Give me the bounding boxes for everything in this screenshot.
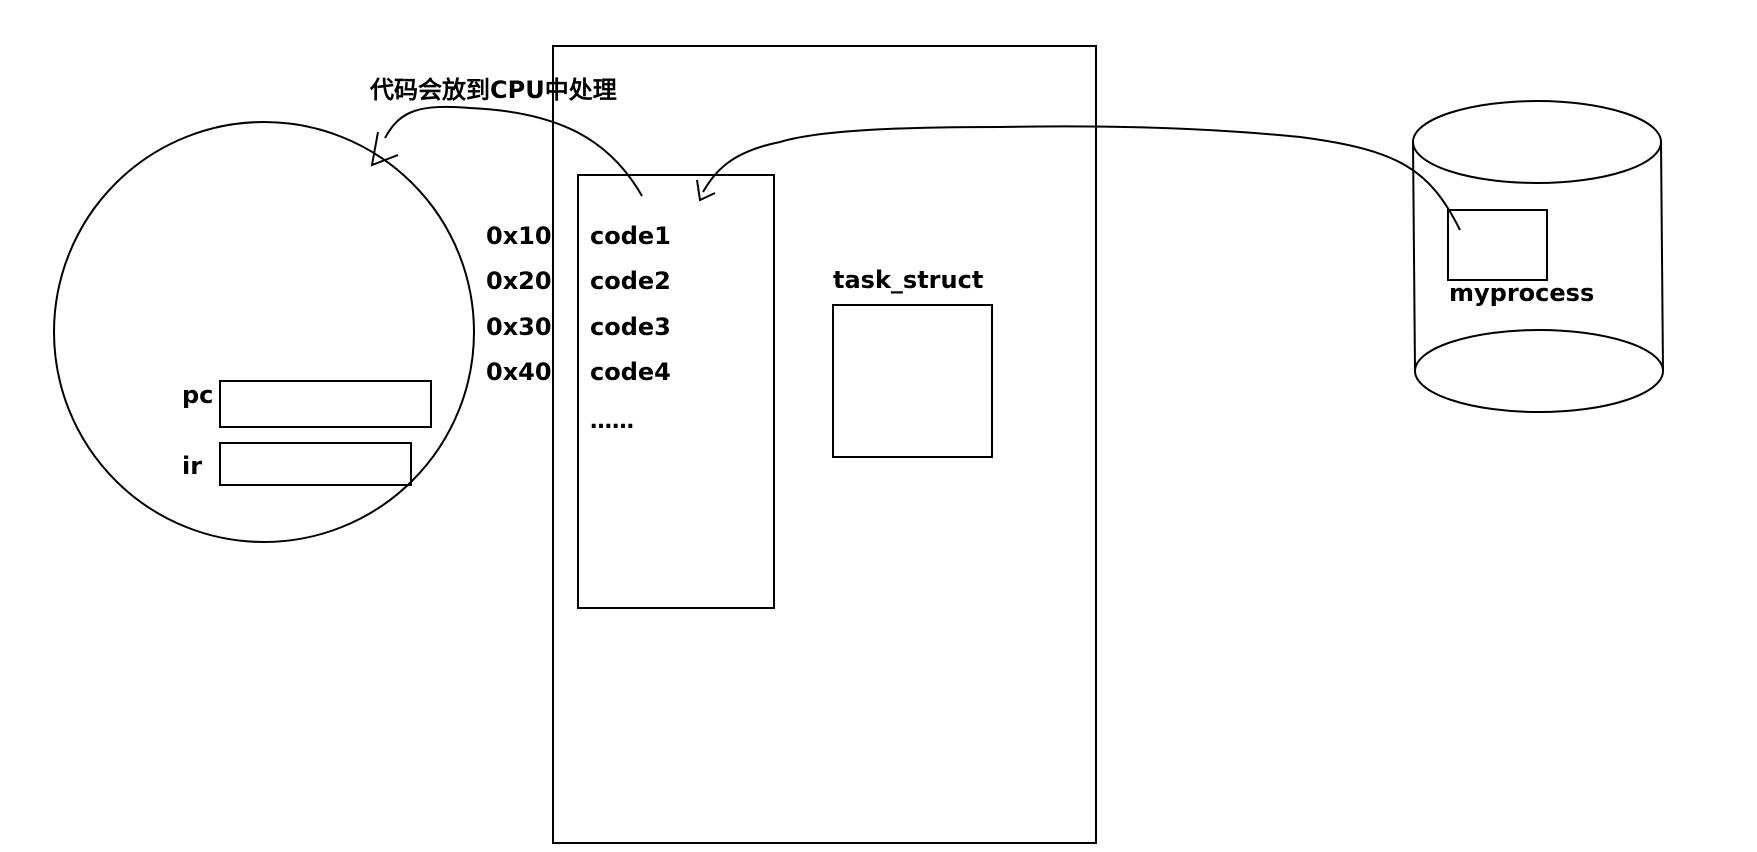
process-file-label: myprocess bbox=[1449, 279, 1594, 307]
disk-cylinder bbox=[1412, 100, 1664, 413]
address-label: 0x20 bbox=[486, 267, 552, 295]
register-box-pc bbox=[219, 380, 432, 428]
arrow-disk-to-memory bbox=[702, 125, 1461, 231]
disk-top-ellipse bbox=[1412, 100, 1662, 184]
diagram-caption: 代码会放到CPU中处理 bbox=[369, 76, 617, 104]
register-label-pc: pc bbox=[182, 381, 213, 409]
arrowhead-memory bbox=[696, 179, 716, 202]
address-label: 0x30 bbox=[486, 313, 552, 341]
cpu-circle bbox=[53, 121, 475, 543]
code-line: code2 bbox=[590, 267, 671, 295]
disk-bottom-ellipse bbox=[1414, 329, 1664, 413]
code-segment-box bbox=[577, 174, 775, 609]
pcb-box bbox=[832, 304, 993, 458]
address-label: 0x10 bbox=[486, 222, 552, 250]
pcb-label: task_struct bbox=[833, 266, 983, 294]
arrow-code-to-cpu bbox=[384, 105, 643, 197]
register-label-ir: ir bbox=[182, 452, 202, 480]
disk-left-side bbox=[1412, 141, 1416, 372]
address-label: 0x40 bbox=[486, 358, 552, 386]
disk-right-side bbox=[1660, 141, 1664, 372]
arrowhead-cpu bbox=[370, 131, 399, 167]
code-line: …… bbox=[590, 409, 634, 434]
memory-box bbox=[552, 45, 1097, 844]
register-box-ir bbox=[219, 442, 412, 486]
process-file-box bbox=[1447, 209, 1548, 281]
code-line: code1 bbox=[590, 222, 671, 250]
code-line: code4 bbox=[590, 358, 671, 386]
code-line: code3 bbox=[590, 313, 671, 341]
